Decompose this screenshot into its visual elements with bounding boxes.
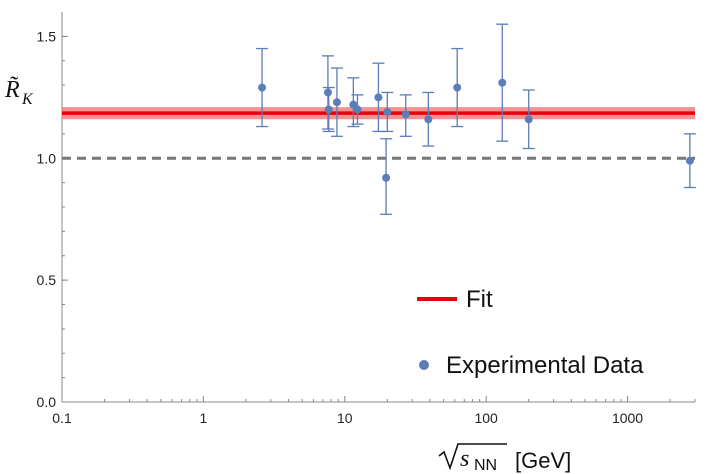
data-point [258, 83, 267, 92]
data-point-group [496, 23, 509, 142]
x-ticks: 0.1 1 10 100 1000 [52, 396, 643, 426]
x-tick-label: 0.1 [52, 410, 72, 426]
data-point [332, 98, 341, 107]
data-point [383, 107, 392, 116]
data-point-group [399, 94, 412, 137]
data-series [256, 23, 696, 215]
data-point-group [422, 91, 435, 147]
x-axis-title-sub: NN [474, 457, 497, 474]
x-minor-ticks [104, 399, 696, 402]
legend-data-swatch [419, 360, 429, 370]
data-point [324, 105, 333, 114]
plot-area: 0.1 1 10 100 1000 0.0 0.5 1.0 1.5 [37, 12, 696, 426]
sqrt-sign-icon [438, 443, 507, 471]
data-point [498, 78, 507, 87]
data-point-group [351, 94, 364, 125]
data-point-group [256, 47, 269, 128]
x-axis-title-unit: [GeV] [515, 448, 571, 473]
data-point-group [321, 55, 334, 130]
x-axis-title-radicand: s [460, 446, 469, 472]
y-tick-label: 0.5 [37, 272, 57, 288]
data-point-group [451, 47, 464, 128]
x-tick-label: 10 [337, 410, 353, 426]
y-axis-title: R̃ K [4, 76, 34, 108]
data-point-group [322, 86, 335, 133]
data-point-group [522, 89, 535, 150]
x-axis-title: s NN [GeV] [438, 443, 571, 474]
data-point [685, 156, 694, 165]
y-tick-label: 0.0 [37, 394, 57, 410]
y-ticks: 0.0 0.5 1.0 1.5 [37, 28, 68, 410]
data-point-group [381, 91, 394, 133]
data-point [382, 173, 391, 182]
y-axis-title-sub: K [21, 91, 34, 108]
data-point [424, 115, 433, 124]
x-tick-label: 1 [199, 410, 207, 426]
data-point [524, 115, 533, 124]
data-point-group [380, 138, 393, 215]
data-point [401, 110, 410, 119]
data-point [323, 88, 332, 97]
data-point [453, 83, 462, 92]
data-point [353, 105, 362, 114]
x-tick-label: 1000 [612, 410, 643, 426]
legend: Fit Experimental Data [417, 286, 644, 379]
y-tick-label: 1.5 [37, 28, 57, 44]
legend-data-label: Experimental Data [446, 352, 644, 379]
data-point-group [372, 62, 385, 133]
legend-fit-label: Fit [466, 286, 493, 313]
y-tick-label: 1.0 [37, 150, 57, 166]
data-point-group [330, 67, 343, 137]
x-tick-label: 100 [474, 410, 498, 426]
data-point [374, 93, 383, 102]
data-point-group [683, 133, 696, 189]
y-axis-title-main: R̃ [4, 76, 20, 103]
